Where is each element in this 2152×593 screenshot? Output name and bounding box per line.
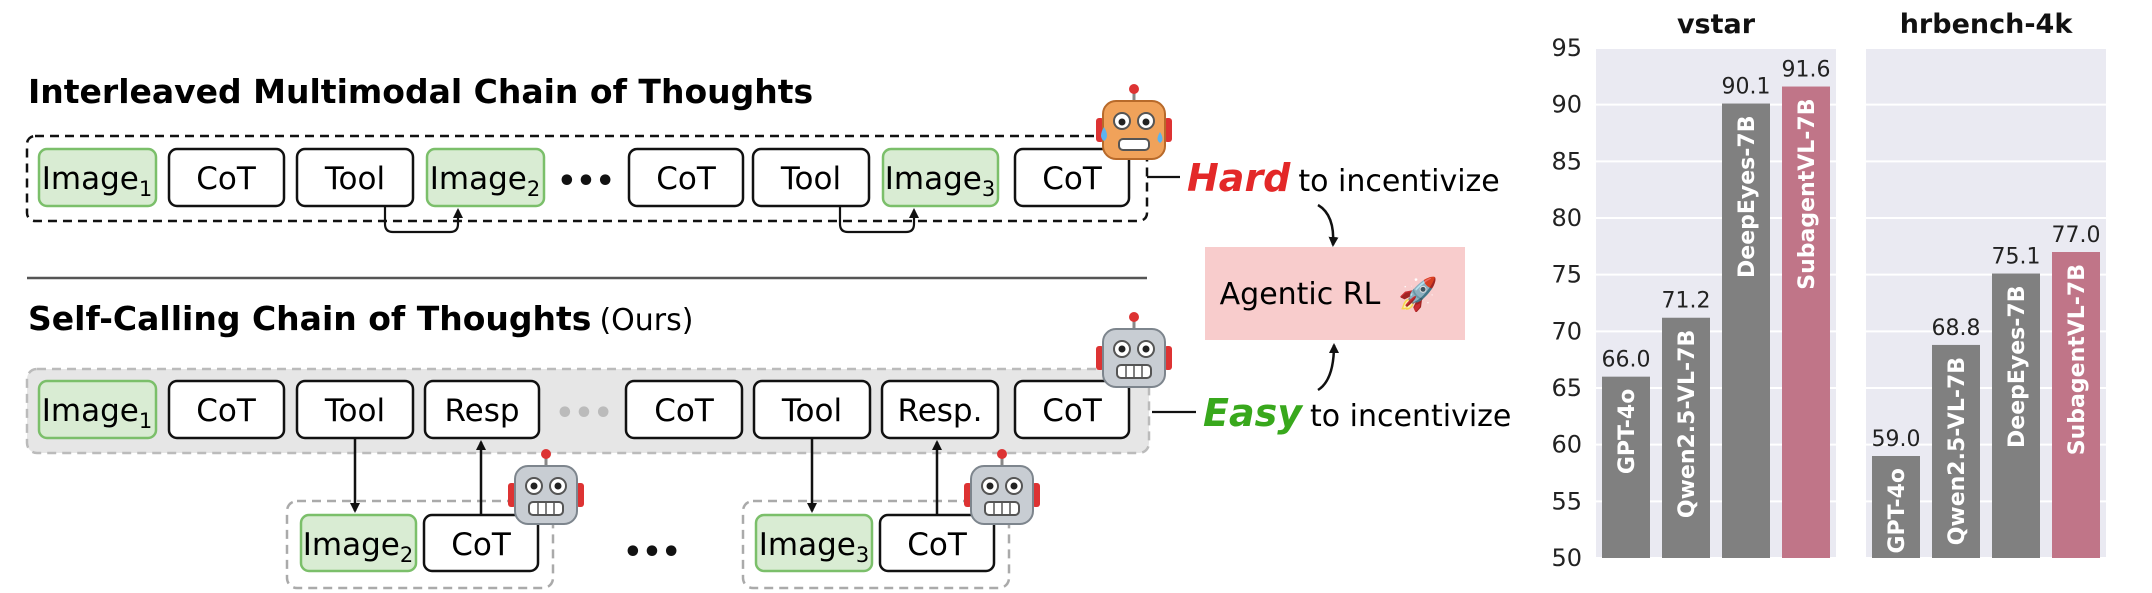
tool-to-image3-arrow — [838, 206, 919, 234]
top-tool-2-box: Tool — [751, 147, 871, 208]
bottom-cot-1-label: CoT — [196, 393, 257, 429]
top-title: Interleaved Multimodal Chain of Thoughts — [28, 72, 813, 111]
bar — [1992, 273, 2040, 558]
subcall-2-container — [741, 499, 1011, 590]
value-label: 59.0 — [1872, 427, 1921, 452]
value-label: 66.0 — [1602, 348, 1651, 373]
y-tick-label: 50 — [1551, 544, 1582, 572]
value-label: 71.2 — [1662, 289, 1711, 314]
y-tick-label: 85 — [1551, 147, 1582, 175]
agentic-rl-label: Agentic RL — [1220, 277, 1381, 312]
subcall-2-cot-label: CoT — [907, 527, 968, 563]
bar — [1782, 86, 1830, 559]
bottom-resp-1-label: Resp — [444, 393, 519, 429]
bar — [2052, 252, 2100, 558]
tool-to-image2-arrow — [383, 206, 463, 234]
bar-category-label: Qwen2.5-VL-7B — [1945, 357, 1970, 545]
top-tool-2-label: Tool — [780, 161, 841, 197]
bottom-cot-3-box: CoT — [1013, 379, 1131, 440]
subcall-2-image-label: Image3 — [759, 527, 869, 567]
robot-happy-icon — [506, 447, 586, 526]
bar-category-label: SubagentVL-7B — [2065, 264, 2090, 455]
robot-happy-icon — [962, 447, 1042, 526]
bar — [1722, 103, 1770, 559]
bar-category-label: DeepEyes-7B — [2005, 286, 2030, 448]
robot-happy-icon — [1094, 310, 1174, 389]
value-label: 75.1 — [1992, 245, 2041, 270]
bottom-tool-2-label: Tool — [781, 393, 842, 429]
top-image-1-box: Image1 — [37, 147, 158, 208]
bottom-cot-2-label: CoT — [654, 393, 715, 429]
bar-category-label: GPT-4o — [1885, 468, 1910, 554]
agentic-rl-box: Agentic RL 🚀 — [1205, 247, 1465, 340]
top-image-3-label: Image3 — [885, 161, 995, 201]
subcall-1-cot-box: CoT — [422, 513, 540, 573]
top-chain-container — [25, 134, 1149, 223]
bottom-resp-1-box: Resp — [423, 379, 541, 440]
value-label: 91.6 — [1782, 58, 1831, 83]
top-ellipsis: ••• — [557, 164, 615, 199]
easy-to-agentic-arrow — [1317, 343, 1339, 392]
bottom-cot-3-label: CoT — [1042, 393, 1103, 429]
top-cot-3-box: CoT — [1013, 147, 1131, 208]
top-image-3-box: Image3 — [881, 147, 1000, 208]
subcall-1-image-label: Image2 — [303, 527, 413, 567]
y-tick-label: 55 — [1551, 487, 1582, 515]
bottom-cot-1-box: CoT — [167, 379, 286, 440]
hard-to-agentic-arrow — [1317, 203, 1339, 247]
y-tick-label: 90 — [1551, 91, 1582, 119]
top-image-2-label: Image2 — [430, 161, 540, 201]
top-cot-2-box: CoT — [627, 147, 745, 208]
top-image-1-label: Image1 — [42, 161, 152, 201]
bottom-tool-1-box: Tool — [295, 379, 415, 440]
y-tick-label: 65 — [1551, 374, 1582, 402]
top-tool-1-box: Tool — [295, 147, 415, 208]
y-tick-label: 80 — [1551, 204, 1582, 232]
value-label: 90.1 — [1722, 75, 1771, 100]
subcall-2-cot-box: CoT — [878, 513, 996, 573]
bottom-image-1-label: Image1 — [42, 393, 152, 433]
value-label: 68.8 — [1932, 316, 1981, 341]
chart-title-1: vstar — [1677, 9, 1756, 40]
subcall-ellipsis: ••• — [623, 535, 681, 570]
rocket-icon: 🚀 — [1398, 275, 1438, 313]
value-label: 77.0 — [2052, 223, 2101, 248]
bar — [1872, 456, 1920, 558]
bottom-tool-1-label: Tool — [324, 393, 385, 429]
subcall-1-container — [285, 499, 555, 590]
y-tick-label: 95 — [1551, 34, 1582, 62]
y-tick-label: 70 — [1551, 317, 1582, 345]
bottom-tool-2-box: Tool — [752, 379, 872, 440]
bar — [1932, 344, 1980, 558]
chart-title-2: hrbench-4k — [1900, 9, 2074, 40]
subcall-1-cot-label: CoT — [451, 527, 512, 563]
top-tool-1-label: Tool — [324, 161, 385, 197]
bottom-image-1-box: Image1 — [37, 379, 158, 440]
top-cot-1-label: CoT — [196, 161, 257, 197]
robot-sweating-icon — [1094, 82, 1174, 161]
bar — [1602, 376, 1650, 558]
y-tick-label: 75 — [1551, 261, 1582, 289]
subcall-1-image-box: Image2 — [299, 513, 418, 573]
bar-category-label: SubagentVL-7B — [1795, 99, 1820, 290]
bottom-resp-2-label: Resp. — [898, 393, 983, 429]
bottom-resp-2-box: Resp. — [880, 379, 1000, 440]
bottom-cot-2-box: CoT — [624, 379, 744, 440]
bottom-title: Self-Calling Chain of Thoughts(Ours) — [28, 299, 693, 338]
bar-category-label: DeepEyes-7B — [1735, 116, 1760, 278]
top-cot-3-label: CoT — [1042, 161, 1103, 197]
top-cot-1-box: CoT — [167, 147, 286, 208]
bar-category-label: Qwen2.5-VL-7B — [1675, 330, 1700, 518]
y-tick-label: 60 — [1551, 431, 1582, 459]
subcall-2-image-box: Image3 — [754, 513, 874, 573]
bottom-ellipsis-gray: ••• — [555, 396, 613, 431]
bar — [1662, 317, 1710, 558]
top-cot-2-label: CoT — [656, 161, 717, 197]
top-image-2-box: Image2 — [425, 147, 546, 208]
bar-category-label: GPT-4o — [1615, 389, 1640, 475]
